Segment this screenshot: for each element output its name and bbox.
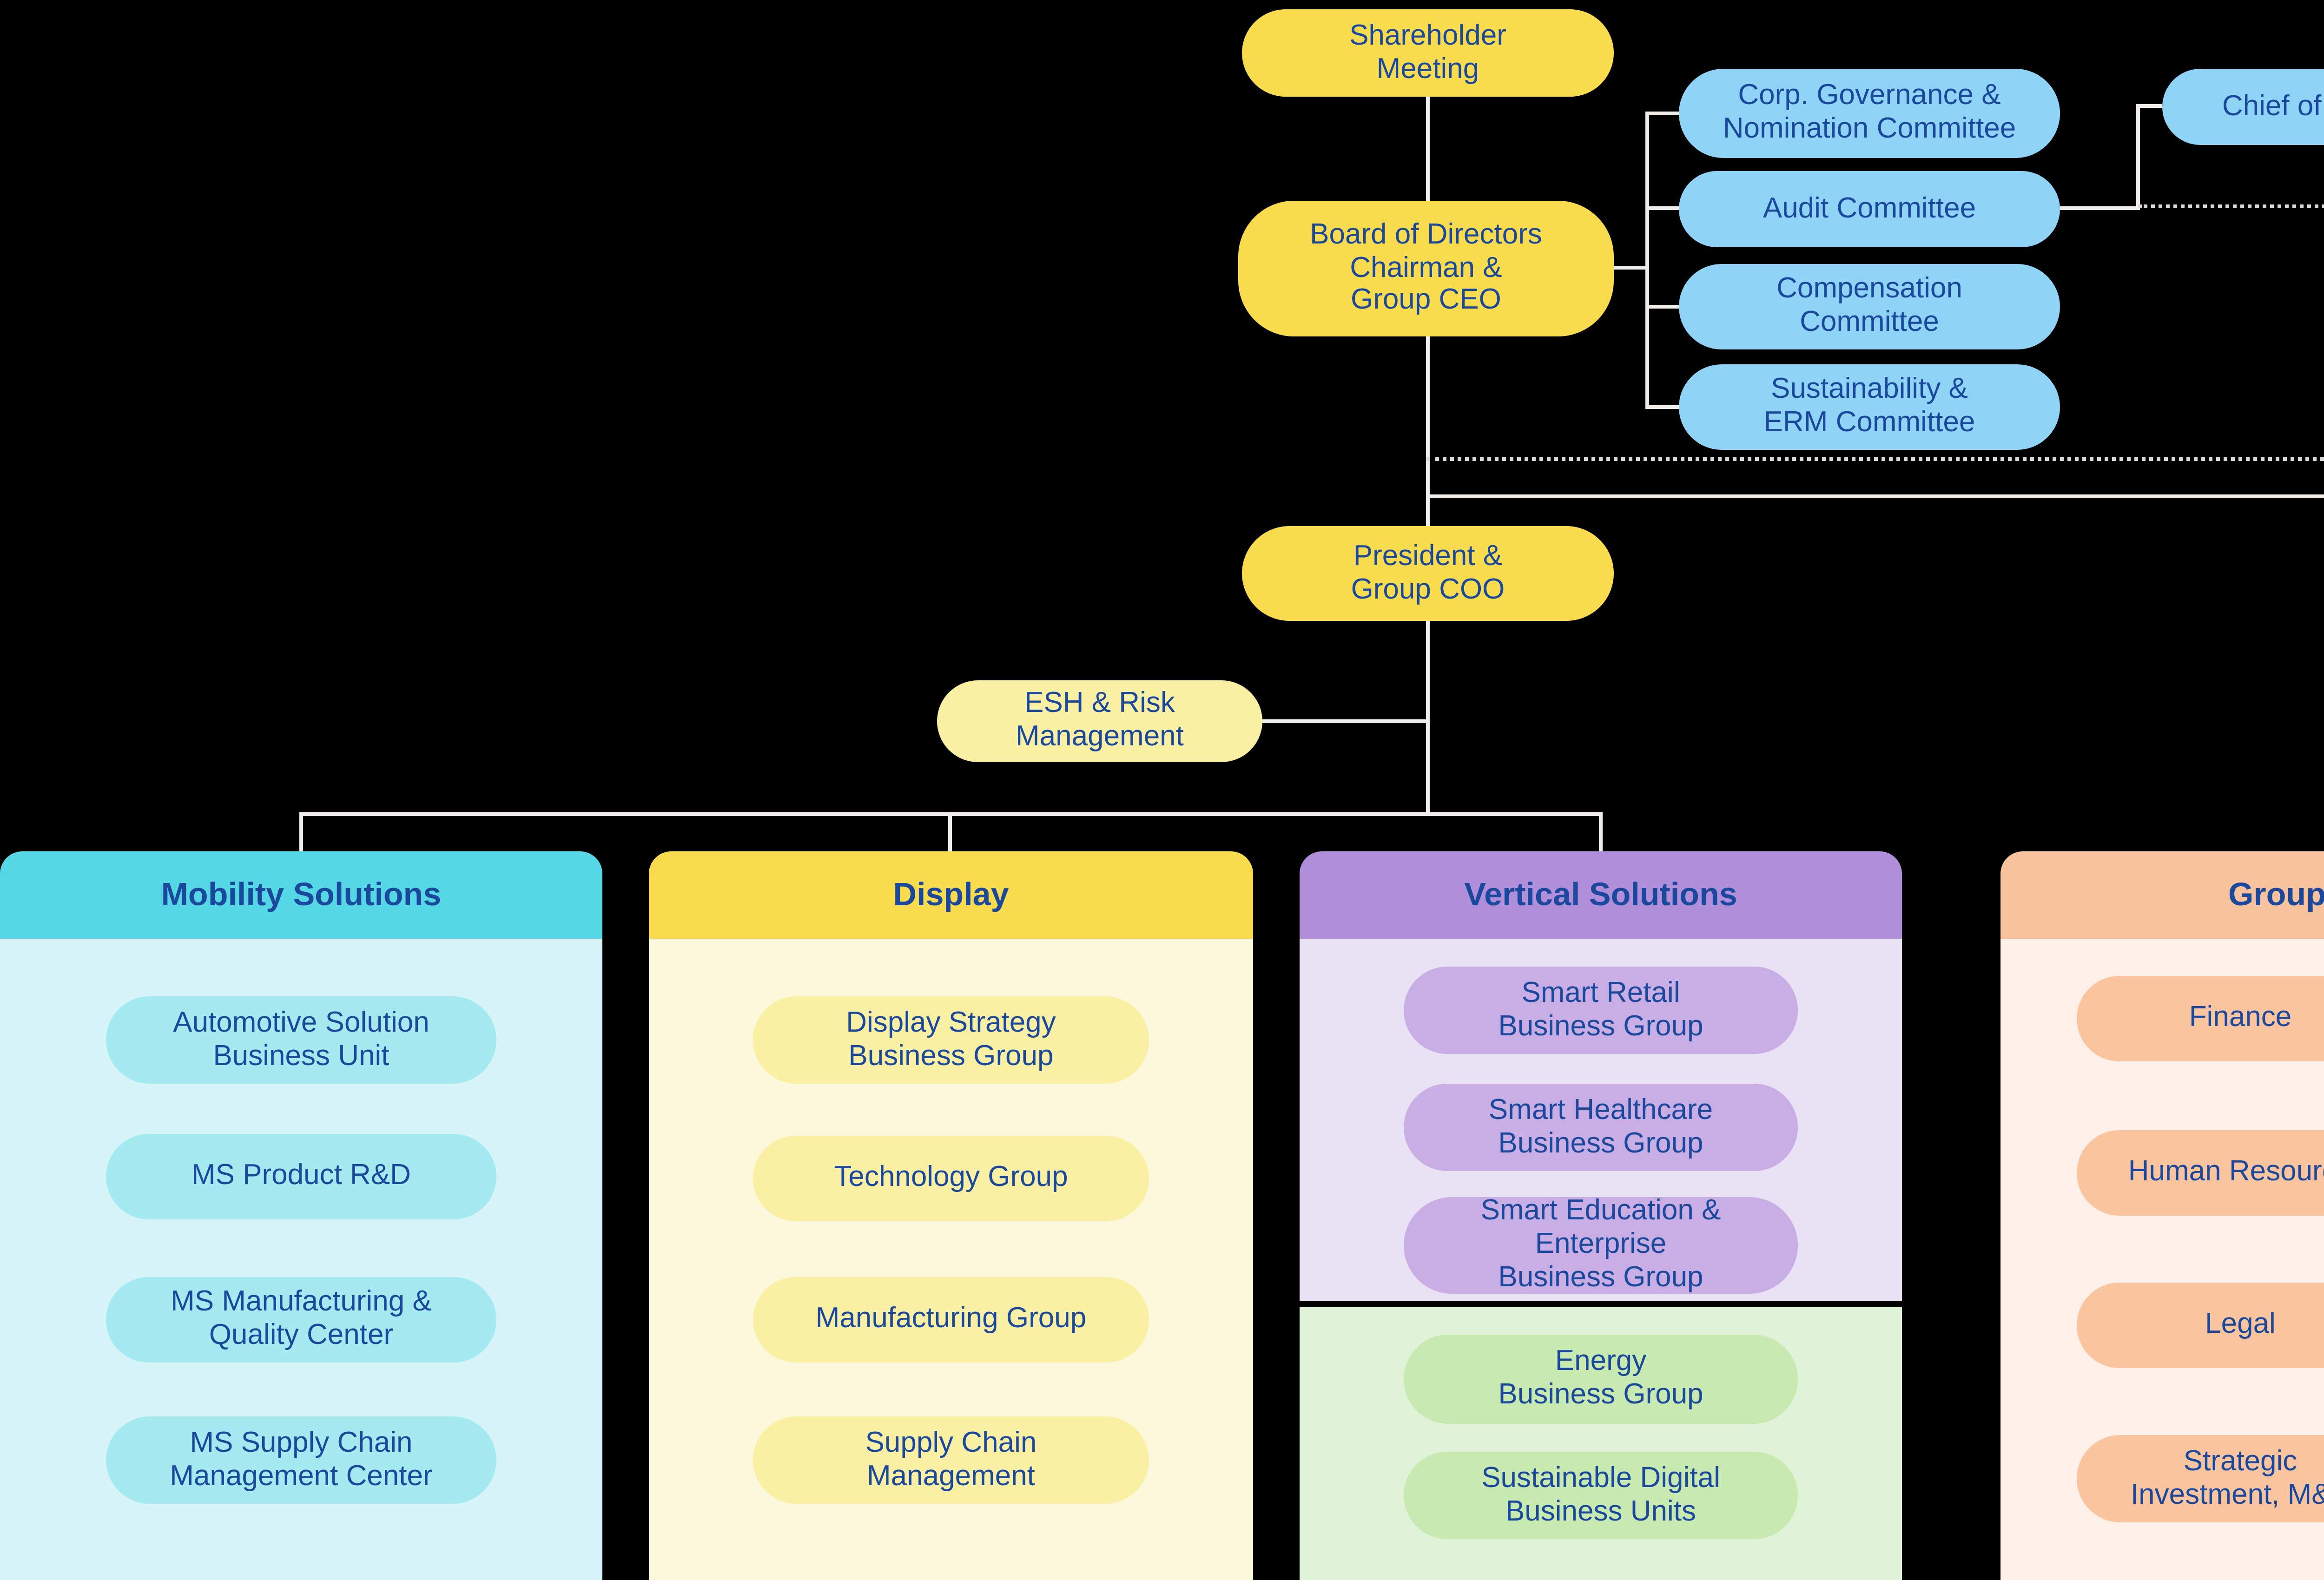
- node-strategic-investment-ma: Strategic Investment, M&A: [2077, 1435, 2324, 1522]
- connector-board-committees: [1614, 266, 1647, 270]
- node-supply-chain-management: Supply Chain Management: [753, 1416, 1149, 1504]
- node-committee-sustainability-erm: Sustainability & ERM Committee: [1679, 364, 2060, 450]
- dotted-audit-right-edge: [2138, 204, 2324, 208]
- column-header-display: Display: [649, 851, 1253, 939]
- connector-committee-stub-4: [1649, 405, 1679, 409]
- node-president-group-coo: President & Group COO: [1242, 526, 1614, 621]
- node-manufacturing-group: Manufacturing Group: [753, 1277, 1149, 1363]
- connector-committee-stub-1: [1649, 112, 1679, 115]
- node-chief-of-compliance: Chief of Compliance: [2162, 69, 2324, 145]
- node-committee-audit: Audit Committee: [1679, 171, 2060, 247]
- dotted-compliance-president: [1426, 457, 2324, 461]
- connector-shareholder-board: [1425, 97, 1429, 201]
- connector-committees-spine: [1645, 112, 1649, 409]
- column-header-infrastructure: Group Infrastructure Unit: [2000, 851, 2324, 939]
- node-smart-healthcare-business-group: Smart Healthcare Business Group: [1404, 1084, 1798, 1171]
- connector-president-divisions: [1425, 621, 1429, 814]
- node-sustainable-digital-business-units: Sustainable Digital Business Units: [1404, 1452, 1798, 1539]
- node-committee-compensation: Compensation Committee: [1679, 264, 2060, 349]
- connector-board-president: [1425, 335, 1429, 526]
- column-header-mobility: Mobility Solutions: [0, 851, 602, 939]
- connector-audit-compliance-v: [2136, 104, 2140, 210]
- connector-drop-display: [948, 812, 952, 851]
- node-energy-business-group: Energy Business Group: [1404, 1335, 1798, 1424]
- node-board-of-directors: Board of Directors Chairman & Group CEO: [1238, 201, 1614, 336]
- connector-committee-stub-2: [1649, 206, 1679, 210]
- node-technology-group: Technology Group: [753, 1136, 1149, 1221]
- node-display-strategy-business-group: Display Strategy Business Group: [753, 996, 1149, 1084]
- connector-infrastructure-h: [1425, 494, 2324, 498]
- column-header-vertical-solutions: Vertical Solutions: [1300, 851, 1902, 939]
- connector-esh: [1262, 719, 1426, 723]
- node-ms-supply-chain-management-center: MS Supply Chain Management Center: [106, 1416, 496, 1504]
- node-smart-education-enterprise-business-group: Smart Education & Enterprise Business Gr…: [1404, 1195, 1798, 1294]
- node-ms-product-rd: MS Product R&D: [106, 1134, 496, 1219]
- connector-audit-compliance-h: [2060, 206, 2140, 210]
- node-finance: Finance: [2077, 976, 2324, 1061]
- connector-committee-stub-3: [1649, 305, 1679, 309]
- connector-drop-mobility: [299, 812, 303, 851]
- node-committee-corp-governance: Corp. Governance & Nomination Committee: [1679, 69, 2060, 158]
- node-esh-risk-management: ESH & Risk Management: [937, 680, 1262, 762]
- connector-compliance-stub: [2140, 104, 2162, 108]
- node-smart-retail-business-group: Smart Retail Business Group: [1404, 967, 1798, 1054]
- node-human-resource: Human Resource: [2077, 1130, 2324, 1216]
- node-ms-manufacturing-quality-center: MS Manufacturing & Quality Center: [106, 1277, 496, 1363]
- node-legal: Legal: [2077, 1283, 2324, 1368]
- node-shareholder-meeting: Shareholder Meeting: [1242, 9, 1614, 97]
- connector-drop-vertical: [1599, 812, 1603, 851]
- node-automotive-solution-business-unit: Automotive Solution Business Unit: [106, 996, 496, 1084]
